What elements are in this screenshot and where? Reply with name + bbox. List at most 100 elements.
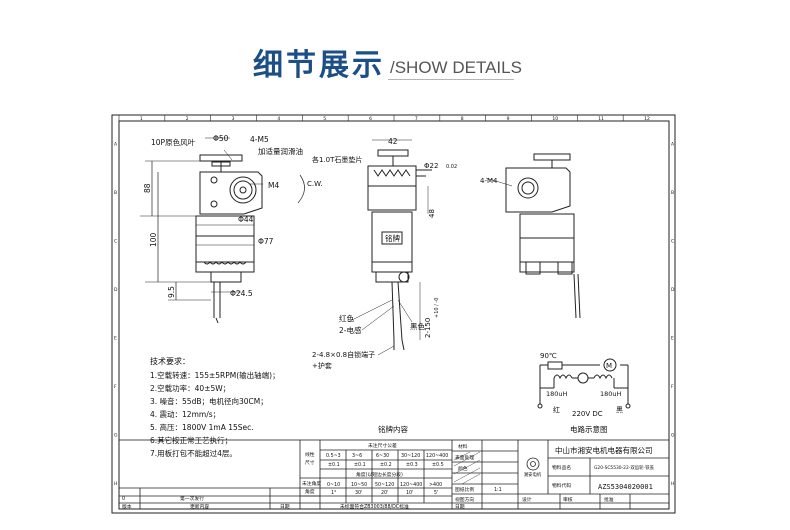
- ruler-side-label: E: [671, 335, 674, 341]
- label-m4: M4: [268, 181, 279, 190]
- ruler-top-label: 3: [232, 116, 235, 122]
- circuit-voltage: 220V DC: [572, 410, 603, 418]
- product-name-label: 物料品名: [552, 464, 571, 471]
- ang-range: >400: [429, 482, 442, 488]
- tol-value: ±0.1: [354, 462, 366, 468]
- label-h100: 100: [149, 232, 158, 247]
- date-label: 日期: [455, 504, 465, 510]
- spec-item-4: 4. 震动：12mm/s；: [150, 409, 220, 419]
- label-d22: Φ22: [424, 162, 438, 170]
- ang-header: 角度(以短边长度分段): [356, 471, 403, 478]
- ruler-side-label: C: [114, 238, 117, 244]
- company-logo-icon: [526, 457, 540, 471]
- ruler-side-label: C: [671, 238, 674, 244]
- label-fan: 10P原色风叶: [151, 137, 196, 147]
- ruler-top-label: 5: [323, 116, 326, 122]
- rev-no: 0: [122, 496, 125, 502]
- ruler-side-label: F: [671, 384, 674, 390]
- label-gasket: 各1.0T石墨垫片: [312, 155, 362, 164]
- tol-range: 120~400: [426, 453, 448, 459]
- scale-value: 1:1: [494, 487, 502, 493]
- view-label: 视图方向: [455, 496, 474, 503]
- label-len: 2-150: [424, 318, 432, 338]
- right-view: [485, 153, 581, 319]
- ruler-top-label: 12: [644, 116, 650, 122]
- tol-range: 30~120: [401, 453, 420, 459]
- label-h48: 48: [428, 209, 436, 218]
- label-terminal: 2-4.8×0.8自锁端子: [312, 350, 375, 359]
- ruler-side-label: G: [114, 432, 118, 438]
- std-note: 未标面符合ZB3003/88/DC标准: [340, 503, 409, 510]
- spec-item-2: 2.空载功率：40±5W；: [150, 383, 230, 393]
- front-view: [140, 137, 305, 324]
- rev-text: 第一次发行: [180, 495, 204, 502]
- section-subtitle: /SHOW DETAILS: [390, 58, 522, 77]
- nameplate-box: [381, 231, 403, 245]
- label-4m5: 4-M5: [250, 135, 269, 144]
- ruler-top-label: 10: [552, 116, 558, 122]
- label-d50: Φ50: [213, 134, 229, 143]
- color-label: 颜色: [458, 465, 468, 472]
- product-code-label: 物料代码: [552, 482, 571, 489]
- label-right-m4: 4-M4: [480, 177, 498, 185]
- page-header: 细节展示 /SHOW DETAILS: [0, 0, 790, 100]
- label-wire: 2-电感: [339, 325, 362, 335]
- ang-value: 5': [434, 490, 438, 496]
- circuit-black: 黑: [616, 406, 623, 414]
- rev-h3: 日期: [280, 504, 290, 510]
- company-name: 中山市湘安电机电器有限公司: [555, 445, 653, 455]
- title-block-text: 0 第一次发行 版本 更新内容 日期 未注尺寸公差 线性 尺寸 0.5~3 3~…: [122, 442, 655, 510]
- product-name: G20-SC5530-22-双齿轮-铁盖: [594, 464, 655, 471]
- ruler-top-label: 7: [415, 116, 418, 122]
- ruler-top-label: 4: [277, 116, 280, 122]
- spec-item-1: 1.空载转速：155±5RPM(输出轴端)；: [150, 370, 280, 380]
- spec-item-5: 5. 高压：1800V 1mA 15Sec.: [150, 422, 254, 432]
- label-black: 黑色: [410, 321, 425, 331]
- ang-label1: 未注角度: [302, 480, 321, 487]
- ruler-side-label: H: [671, 481, 674, 487]
- ruler-top-label: 11: [598, 116, 604, 122]
- ruler-side-label: F: [114, 384, 117, 390]
- tol-range: 3~6: [352, 453, 362, 459]
- label-w42: 42: [388, 137, 398, 146]
- surface-label: 表面处理: [455, 454, 474, 461]
- label-sleeve: +护套: [312, 361, 332, 370]
- ruler-top-label: 2: [186, 116, 189, 122]
- ang-range: 0~10: [327, 482, 340, 488]
- circuit-red: 红: [553, 405, 560, 414]
- tol-label1: 线性: [305, 451, 315, 458]
- nameplate-caption: 铭牌内容: [378, 424, 408, 434]
- circuit-caption: 电路示意图: [570, 424, 608, 434]
- label-len-tol: +10 / -0: [434, 298, 440, 318]
- ruler-side-label: D: [114, 287, 118, 293]
- ruler-side-label: D: [671, 287, 675, 293]
- tol-range: 0.5~3: [326, 453, 341, 459]
- label-d245: Φ24.5: [230, 289, 253, 298]
- ang-value: 10': [406, 490, 413, 496]
- rev-h1: 版本: [122, 503, 132, 510]
- label-nameplate: 铭牌: [385, 233, 400, 243]
- side-view: [347, 139, 432, 356]
- label-cw: C.W.: [307, 180, 322, 188]
- ruler-side-label: A: [671, 141, 675, 147]
- label-red: 红色: [339, 313, 354, 323]
- ang-value: 20': [381, 490, 388, 496]
- circuit-l1: 180uH: [546, 390, 568, 398]
- tol-value: ±0.5: [432, 462, 444, 468]
- label-h95: 9.5: [167, 286, 176, 298]
- ruler-top-label: 9: [507, 116, 510, 122]
- approve-label: 批准: [604, 496, 614, 503]
- specs-title: 技术要求：: [150, 356, 190, 366]
- ang-range: 120~400: [400, 482, 422, 488]
- ruler-side-label: B: [114, 190, 117, 196]
- label-h88: 88: [143, 183, 152, 193]
- ang-value: 1°: [331, 490, 336, 496]
- ruler-top-label: 6: [369, 116, 372, 122]
- ruler-side-label: G: [671, 432, 675, 438]
- ruler-side-label: H: [114, 481, 117, 487]
- ang-label2: 角度: [305, 488, 315, 495]
- label-d44: Φ44: [238, 215, 254, 224]
